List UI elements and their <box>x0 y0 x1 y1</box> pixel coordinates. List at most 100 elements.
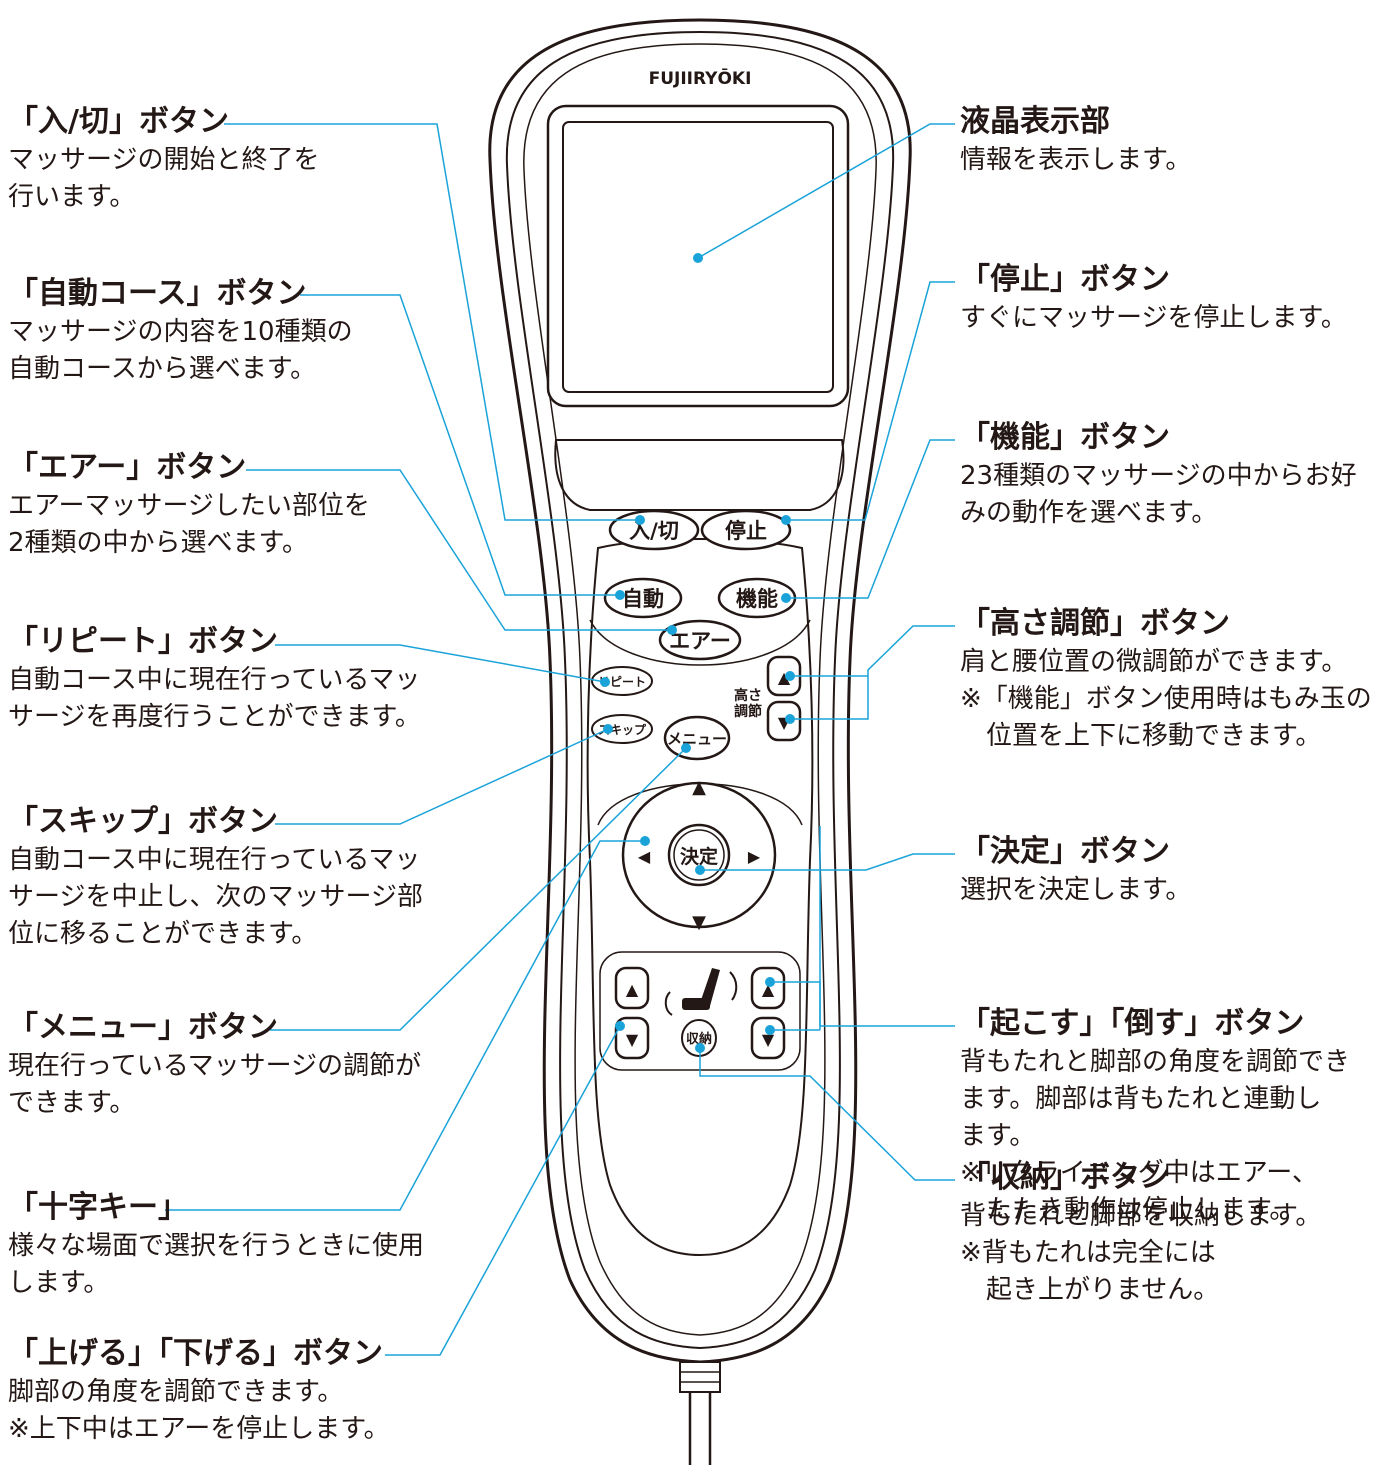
leader-lines <box>165 123 955 1356</box>
callout-line: 背もたれと脚部の角度を調節でき <box>960 1047 1351 1077</box>
callout-desc: 情報を表示します。 <box>960 142 1191 179</box>
callout-skip: 「スキップ」ボタン 自動コース中に現在行っているマッ サージを中止し、次のマッサ… <box>8 804 423 953</box>
callout-line: エアーマッサージしたい部位を <box>8 491 370 521</box>
dpad-left-icon[interactable]: ◀ <box>638 847 651 866</box>
leg-up-icon: ▲ <box>626 980 639 999</box>
callout-line: 脚部の角度を調節できます。 <box>8 1377 344 1407</box>
callout-line: 背もたれと脚部を収納します。 <box>960 1201 1322 1231</box>
air-button[interactable]: エアー <box>658 619 742 661</box>
air-button-label: エアー <box>669 629 731 653</box>
back-up-button[interactable]: ▲ <box>750 966 786 1010</box>
callout-title: 「十字キー」 <box>8 1190 188 1225</box>
store-button-label: 収納 <box>686 1031 712 1047</box>
callout-desc: 選択を決定します。 <box>960 872 1191 909</box>
callout-title: 「停止」ボタン <box>960 262 1170 297</box>
callout-repeat: 「リピート」ボタン 自動コース中に現在行っているマッ サージを再度行うことができ… <box>8 624 421 736</box>
repeat-button-label: リピート <box>598 675 646 689</box>
stop-button[interactable]: 停止 <box>700 509 792 551</box>
back-down-icon: ▼ <box>762 1030 775 1049</box>
store-button[interactable]: 収納 <box>681 1019 717 1057</box>
dpad-up-icon[interactable]: ▲ <box>692 777 706 798</box>
callout-auto-course: 「自動コース」ボタン マッサージの内容を10種類の 自動コースから選べます。 <box>8 276 353 388</box>
callout-line: サージを中止し、次のマッサージ部 <box>8 882 423 912</box>
callout-line: 2種類の中から選べます。 <box>8 528 308 558</box>
leader-height <box>790 625 955 720</box>
leader-function <box>786 439 955 599</box>
callout-line: マッサージの内容を10種類の <box>8 317 353 347</box>
height-down-button[interactable]: ▼ <box>766 700 802 742</box>
callout-line: ます。脚部は背もたれと連動し <box>960 1084 1322 1114</box>
callout-cross-key: 「十字キー」 様々な場面で選択を行うときに使用 します。 <box>8 1190 424 1302</box>
back-down-button[interactable]: ▼ <box>750 1016 786 1060</box>
dpad-right-icon[interactable]: ▶ <box>748 847 761 866</box>
leg-up-button[interactable]: ▲ <box>614 966 650 1010</box>
function-button[interactable]: 機能 <box>717 577 797 619</box>
callout-desc: すぐにマッサージを停止します。 <box>960 300 1347 337</box>
repeat-button[interactable]: リピート <box>591 666 653 696</box>
lower-bezel <box>554 439 845 511</box>
callout-line: すぐにマッサージを停止します。 <box>960 303 1347 333</box>
leader-dots <box>600 253 795 1053</box>
callout-desc: 23種類のマッサージの中からお好 みの動作を選べます。 <box>960 458 1357 532</box>
callout-line: みの動作を選べます。 <box>960 498 1218 528</box>
leader-skip <box>275 728 609 825</box>
callout-store: 「収納」ボタン 背もたれと脚部を収納します。 ※背もたれは完全には 起き上がりま… <box>960 1160 1321 1309</box>
remote-body-inner-2 <box>523 43 877 1336</box>
leg-down-icon: ▼ <box>626 1030 639 1049</box>
callout-desc: エアーマッサージしたい部位を 2種類の中から選べます。 <box>8 488 370 562</box>
callout-line: 位に移ることができます。 <box>8 919 318 949</box>
callout-title: 「メニュー」ボタン <box>8 1010 278 1045</box>
callout-line: ※上下中はエアーを停止します。 <box>8 1414 390 1444</box>
menu-button-label: メニュー <box>667 730 727 748</box>
callout-line: 現在行っているマッサージの調節が <box>8 1051 422 1081</box>
callout-menu: 「メニュー」ボタン 現在行っているマッサージの調節が できます。 <box>8 1010 421 1122</box>
skip-button[interactable]: スキップ <box>591 714 653 744</box>
callout-lcd: 液晶表示部 情報を表示します。 <box>960 104 1191 179</box>
callout-desc: 背もたれと脚部の角度を調節でき ます。脚部は背もたれと連動し ます。 ※リクライ… <box>960 1044 1350 1229</box>
callout-line: 行います。 <box>8 182 136 212</box>
callout-line: たたき動作は停止します。 <box>960 1195 1296 1225</box>
callout-line: 起き上がりません。 <box>960 1275 1220 1305</box>
menu-button[interactable]: メニュー <box>663 715 731 761</box>
leader-cross <box>165 840 645 1211</box>
callout-title: 「自動コース」ボタン <box>8 276 307 311</box>
callout-line: 自動コース中に現在行っているマッ <box>8 845 421 875</box>
callout-line: ※背もたれは完全には <box>960 1238 1216 1268</box>
recline-chair-icon <box>664 968 738 1016</box>
callout-line: 肩と腰位置の微調節ができます。 <box>960 647 1348 677</box>
callout-line: できます。 <box>8 1088 136 1118</box>
callout-desc: マッサージの開始と終了を 行います。 <box>8 142 319 216</box>
power-button[interactable]: 入/切 <box>608 509 700 551</box>
callout-title: 「高さ調節」ボタン <box>960 606 1230 641</box>
callout-title: 「上げる」「下げる」ボタン <box>8 1336 383 1371</box>
callout-desc: マッサージの内容を10種類の 自動コースから選べます。 <box>8 314 353 388</box>
cord <box>679 1361 721 1465</box>
callout-title: 「リピート」ボタン <box>8 624 278 659</box>
callout-line: マッサージの開始と終了を <box>8 145 320 175</box>
callout-line: 自動コースから選べます。 <box>8 354 317 384</box>
callout-title: 「入/切」ボタン <box>8 104 229 139</box>
callout-line: 様々な場面で選択を行うときに使用 <box>8 1231 425 1261</box>
callout-line: 情報を表示します。 <box>960 145 1192 175</box>
callout-rise-recline-buttons: 「起こす」「倒す」ボタン 背もたれと脚部の角度を調節でき ます。脚部は背もたれと… <box>960 1006 1350 1229</box>
callout-title: 「決定」ボタン <box>960 834 1170 869</box>
callout-leg-raise-lower: 「上げる」「下げる」ボタン 脚部の角度を調節できます。 ※上下中はエアーを停止し… <box>8 1336 390 1448</box>
callout-title: 「機能」ボタン <box>960 420 1170 455</box>
callout-line: 23種類のマッサージの中からお好 <box>960 461 1357 491</box>
callout-air: 「エアー」ボタン エアーマッサージしたい部位を 2種類の中から選べます。 <box>8 450 370 562</box>
callout-desc: 背もたれと脚部を収納します。 ※背もたれは完全には 起き上がりません。 <box>960 1198 1321 1309</box>
auto-button[interactable]: 自動 <box>603 577 683 619</box>
callout-line: 自動コース中に現在行っているマッ <box>8 665 421 695</box>
panel-arc <box>589 619 811 666</box>
callout-title: 液晶表示部 <box>960 104 1110 139</box>
leader-power <box>224 123 640 521</box>
enter-button[interactable]: 決定 <box>667 823 731 887</box>
dpad-down-icon[interactable]: ▼ <box>692 912 706 933</box>
height-label-1: 高さ <box>734 687 762 704</box>
remote-body-inner-1 <box>505 30 895 1350</box>
callout-desc: 様々な場面で選択を行うときに使用 します。 <box>8 1228 424 1302</box>
callout-enter: 「決定」ボタン 選択を決定します。 <box>960 834 1191 909</box>
function-button-label: 機能 <box>736 587 778 611</box>
callout-line: 位置を上下に移動できます。 <box>960 721 1322 751</box>
